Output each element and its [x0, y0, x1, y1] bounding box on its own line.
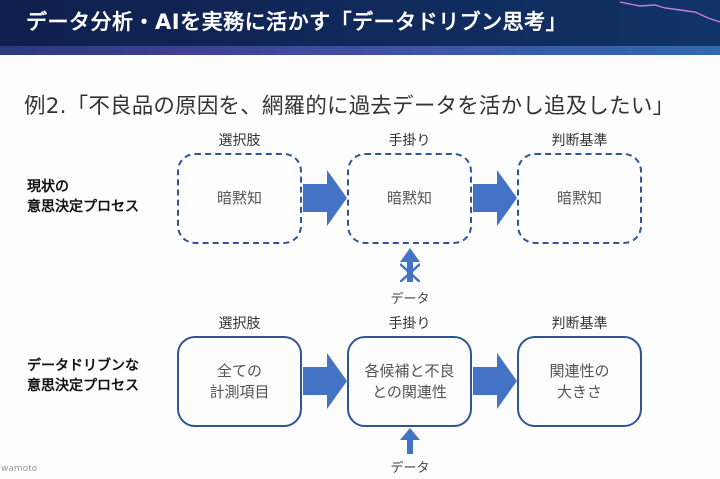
header-stripe	[0, 46, 720, 55]
header-bar: データ分析・AIを実務に活かす「データドリブン思考」	[0, 0, 720, 46]
row-label-current-process: 現状の 意思決定プロセス	[27, 177, 139, 217]
row-label-data-driven-process: データドリブンな 意思決定プロセス	[27, 356, 139, 396]
right-arrow-icon	[473, 170, 517, 226]
blocked-up-arrow-icon	[400, 248, 420, 282]
box-text: 暗黙知	[216, 189, 262, 207]
datadriven-clues-box: 各候補と不良 との関連性	[347, 336, 472, 427]
row-label-line: 意思決定プロセス	[27, 199, 139, 215]
column-label-criteria: 判断基準	[551, 316, 608, 332]
column-label-options: 選択肢	[218, 316, 261, 332]
current-clues-box: 暗黙知	[347, 153, 472, 244]
column-label-clues: 手掛り	[388, 133, 431, 149]
example-title: 例2.「不良品の原因を、網羅的に過去データを活かし追及したい」	[24, 94, 675, 119]
right-arrow-icon	[303, 353, 347, 409]
column-label-clues: 手掛り	[388, 316, 431, 332]
row-label-line: データドリブンな	[27, 358, 139, 374]
box-text: 計測項目	[209, 382, 270, 401]
data-label-datadriven: データ	[390, 461, 430, 476]
box-text: 各候補と不良	[364, 361, 455, 380]
datadriven-options-box: 全ての 計測項目	[177, 336, 302, 427]
current-options-box: 暗黙知	[177, 153, 302, 244]
row-label-line: 現状の	[27, 179, 69, 195]
box-text: 大きさ	[556, 382, 602, 401]
datadriven-criteria-box: 関連性の 大きさ	[517, 336, 642, 427]
up-arrow-icon	[400, 428, 420, 454]
watermark: wamoto	[1, 464, 38, 474]
column-label-criteria: 判断基準	[551, 133, 608, 149]
right-arrow-icon	[303, 170, 347, 226]
current-criteria-box: 暗黙知	[517, 153, 642, 244]
right-arrow-icon	[473, 353, 517, 409]
box-text: 全ての	[216, 361, 262, 380]
box-text: 関連性の	[549, 361, 610, 380]
box-text: 暗黙知	[556, 189, 602, 207]
decorative-line-graphic-icon	[620, 1, 720, 23]
header-title: データ分析・AIを実務に活かす「データドリブン思考」	[26, 10, 568, 34]
data-label-current: データ	[390, 292, 430, 307]
row-label-line: 意思決定プロセス	[27, 378, 139, 394]
column-label-options: 選択肢	[218, 133, 261, 149]
box-text: 暗黙知	[386, 189, 432, 207]
box-text: との関連性	[372, 382, 447, 401]
